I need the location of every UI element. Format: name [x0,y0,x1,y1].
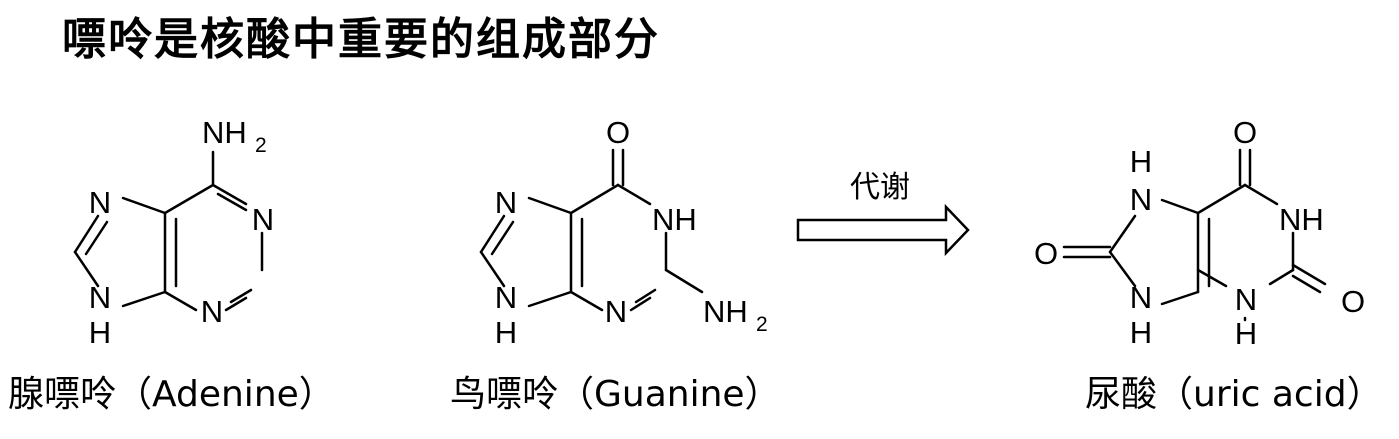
adenine-structure: N N H N N NH 2 [73,115,274,350]
adenine-n-bottom-imid: N [89,280,111,315]
uric-n-imid-top: N [1130,182,1152,217]
uric-o-left: O [1034,236,1058,271]
guanine-o-top: O [606,115,630,150]
adenine-amine-sub: 2 [255,134,267,157]
metabolism-arrow: 代谢 [796,170,970,257]
guanine-caption: 鸟嘌呤（Guanine） [450,374,781,415]
uric-o-top: O [1233,115,1257,150]
guanine-amine-n: NH [703,294,748,329]
uric-nh-right: NH [1279,202,1324,237]
guanine-nh-right: NH [652,202,697,237]
uric-h-imid-bot: H [1130,315,1152,350]
guanine-n-bottom: N [605,294,627,329]
uric-o-right: O [1341,284,1365,319]
guanine-amine-sub: 2 [756,313,768,336]
uric-acid-caption: 尿酸（uric acid） [1085,374,1383,415]
adenine-h-imid: H [89,315,111,350]
arrow-label: 代谢 [850,170,910,205]
adenine-n-bottom: N [201,294,223,329]
uric-acid-structure: O NH O N H H N N H O [1034,115,1365,351]
uric-n-imid-bot: N [1130,280,1152,315]
guanine-n-bottom-imid: N [495,280,517,315]
guanine-n-top: N [495,185,517,220]
adenine-caption: 腺嘌呤（Adenine） [8,374,335,415]
adenine-n-right: N [252,202,274,237]
uric-h-imid-top: H [1130,144,1152,179]
uric-n-bottom: N [1235,282,1257,317]
adenine-amine-n: NH [202,115,247,150]
guanine-structure: O NH N N N H NH 2 [479,115,768,350]
uric-h-bottom: H [1235,316,1257,351]
hollow-arrow-icon [796,203,970,257]
guanine-h-imid: H [495,315,517,350]
page-title: 嘌呤是核酸中重要的组成部分 [62,14,660,65]
adenine-n-top: N [89,185,111,220]
